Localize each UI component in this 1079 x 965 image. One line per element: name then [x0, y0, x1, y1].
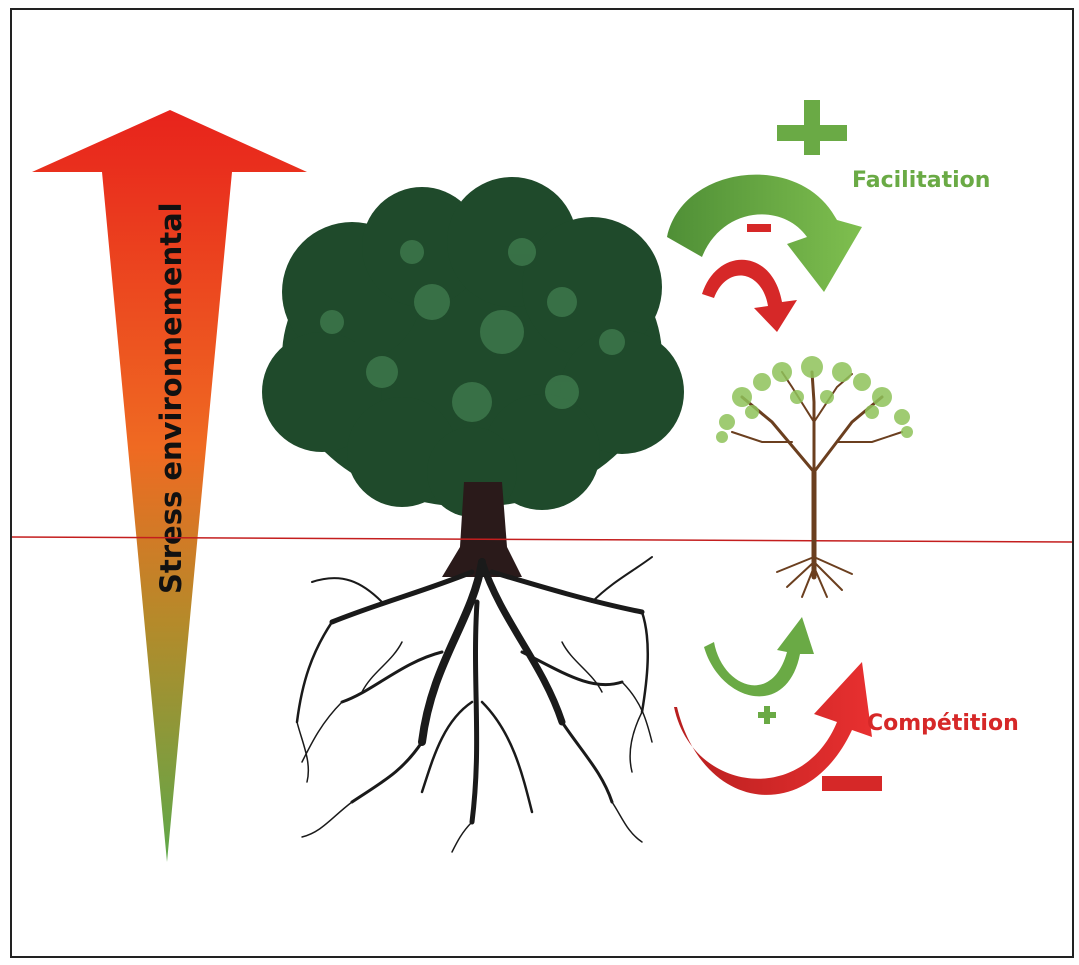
competition-diagram	[674, 617, 882, 795]
sapling-roots	[776, 556, 853, 598]
facilitation-label: Facilitation	[852, 168, 990, 193]
sapling-icon	[716, 356, 913, 598]
diagram-canvas: Stress environnemental	[12, 100, 1072, 862]
facilitation-diagram	[667, 100, 862, 332]
competition-label: Compétition	[867, 711, 1019, 736]
stress-arrow-icon	[32, 110, 307, 862]
plus-icon	[777, 100, 847, 155]
sapling-leaves	[716, 356, 913, 443]
tree-trunk	[442, 482, 522, 577]
large-tree-icon	[262, 177, 684, 853]
facilitation-arrow	[667, 174, 862, 292]
plus-icon	[758, 706, 776, 724]
small-facilitation-arrow	[702, 259, 797, 332]
small-competition-arrow	[704, 617, 814, 697]
ground-line	[12, 536, 1072, 543]
diagram-frame: Stress environnemental	[10, 8, 1074, 958]
competition-arrow	[674, 662, 872, 795]
minus-icon	[822, 776, 882, 791]
minus-icon	[747, 224, 771, 232]
tree-roots	[295, 556, 653, 853]
tree-foliage-highlights	[320, 238, 625, 422]
tree-foliage	[262, 177, 684, 517]
stress-label: Stress environnemental	[154, 202, 188, 594]
